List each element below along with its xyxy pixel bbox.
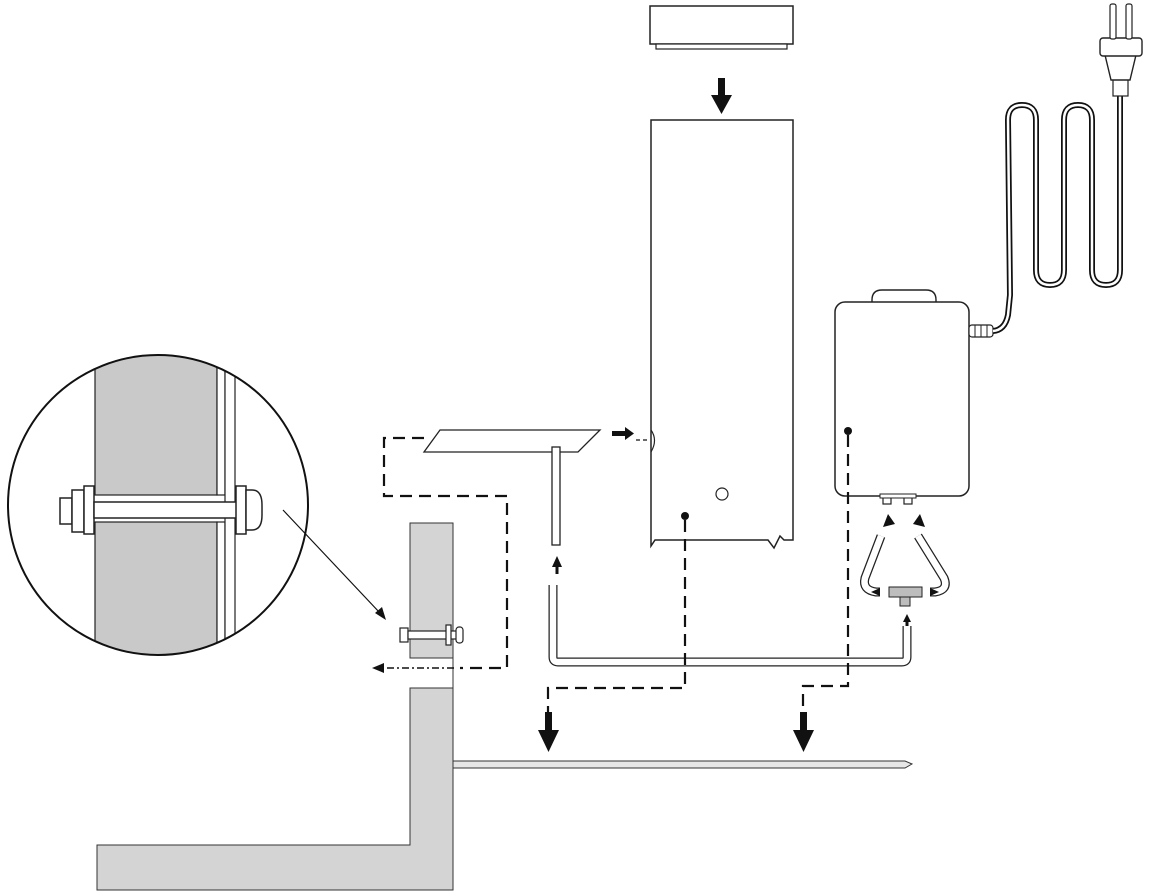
branch-hoses xyxy=(860,533,950,597)
lid xyxy=(649,5,794,50)
plate xyxy=(422,429,602,453)
dashed-flow-to-wall-arrow xyxy=(372,663,454,673)
tower-unit xyxy=(650,119,794,550)
plate-arrow-right xyxy=(612,427,650,441)
dashed-flow-tower xyxy=(546,520,687,712)
detail-magnifier xyxy=(7,354,386,656)
tower-drop-arrow xyxy=(538,712,559,752)
strain-relief xyxy=(968,324,994,338)
rod xyxy=(551,446,561,546)
dashed-flow-pump xyxy=(801,435,850,712)
hose xyxy=(548,585,912,667)
power-cord xyxy=(992,93,1123,334)
wall-bolt xyxy=(399,624,464,646)
plug xyxy=(1099,3,1143,97)
hose-arrow-up xyxy=(903,614,911,626)
connector-arrows xyxy=(871,514,939,596)
pump-box xyxy=(834,289,970,505)
pump-drop-arrow xyxy=(793,712,814,752)
floor-plate xyxy=(452,760,914,769)
rod-arrow-up xyxy=(552,556,562,574)
dashed-flow-left xyxy=(382,436,509,670)
lid-arrow-down xyxy=(711,78,732,114)
t-connector xyxy=(888,586,923,607)
